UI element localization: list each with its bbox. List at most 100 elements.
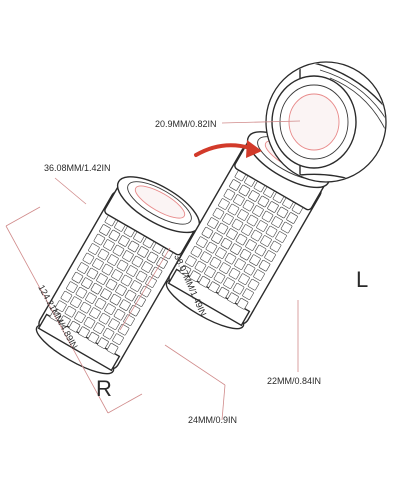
grip-knurl-cell (93, 322, 105, 334)
grip-knurl-cell (216, 222, 229, 235)
grip-knurl-cell (271, 216, 283, 228)
inner-diameter-r-leader (164, 344, 226, 421)
grip-knurl-cell (108, 318, 120, 330)
detail-diameter-label: 20.9MM/0.82IN (155, 119, 217, 129)
grip-knurl-cell (105, 278, 118, 291)
body-diameter-leader (119, 247, 171, 331)
side-letter-l: L (356, 267, 368, 292)
grip-knurl-cell (208, 281, 220, 293)
grip-knurl-cell (83, 316, 96, 329)
grip-knurl-cell (232, 282, 245, 295)
detail-leader (221, 120, 301, 124)
grip-knurl-cell (261, 210, 274, 223)
grip-knurl-cell (127, 240, 140, 253)
grip-knurl-cell (71, 271, 84, 284)
grip-knurl-cell (252, 205, 264, 217)
grip-knurl-cell (64, 305, 77, 318)
grip-knurl-cell (118, 235, 130, 247)
grip-knurl-cell (131, 255, 144, 268)
grip-knurl-cell (94, 297, 107, 310)
grip-knurl-cell (265, 225, 278, 238)
grip-knurl-cell (253, 269, 265, 281)
grip-knurl-cell (97, 337, 109, 349)
grip-knurl-cell (66, 281, 78, 293)
grip-knurl-cell (98, 312, 111, 325)
grip-knurl-cell (104, 303, 116, 315)
grip-knurl-cell (222, 213, 234, 225)
grip-knurl-cell (249, 254, 261, 266)
grip-knurl-cell (108, 229, 121, 242)
grip-knurl-cell (59, 315, 71, 327)
grip-knurl-cell (96, 273, 108, 285)
grip-knurl-cell (204, 266, 216, 278)
grip-knurl-cell (79, 301, 92, 314)
grip-knurl-cell (248, 190, 260, 202)
grip-knurl-cell (223, 188, 236, 201)
grip-knurl-cell (103, 239, 115, 251)
grip-knurl-cell (115, 284, 127, 296)
grip-knurl-cell (280, 221, 293, 234)
grip-knurl-cell (286, 212, 298, 224)
grip-knurl-cell (231, 218, 244, 231)
grip-knurl-cell (220, 237, 233, 250)
grip-knurl-cell (239, 248, 252, 261)
grip-knurl-cell (227, 292, 239, 304)
grip-knurl-cell (97, 248, 110, 261)
grip-knurl-cell (226, 228, 238, 240)
right-grip (35, 176, 201, 375)
detail-callout (265, 61, 387, 183)
grip-knurl-cell (60, 290, 73, 303)
length-dimension-line (5, 206, 143, 414)
callout-arrow (194, 140, 262, 158)
grip-knurl-cell (256, 220, 268, 232)
grip-knurl-cell (55, 300, 67, 312)
grip-knurl-cell (86, 267, 99, 280)
grip-knurl-cell (257, 195, 270, 208)
grip-knurl-cell (254, 244, 267, 257)
grip-knurl-cell (213, 271, 226, 284)
grip-knurl-cell (102, 327, 115, 340)
grip-knurl-cell (141, 261, 153, 273)
grip-knurl-cell (212, 207, 225, 220)
grip-knurl-cell (119, 299, 131, 311)
grip-knurl-cell (89, 307, 101, 319)
grip-knurl-cell (87, 331, 100, 344)
grip-knurl-cell (241, 224, 253, 236)
grip-knurl-cell (238, 273, 250, 285)
grip-knurl-cell (218, 198, 230, 210)
grip-knurl-cell (85, 292, 97, 304)
grip-knurl-cell (101, 263, 114, 276)
grip-knurl-cell (264, 250, 276, 262)
grip-knurl-cell (189, 270, 201, 282)
grip-knurl-cell (260, 235, 272, 247)
grip-knurl-cell (77, 262, 89, 274)
grip-knurl-cell (109, 293, 122, 306)
grip-knurl-cell (93, 233, 106, 246)
grip-knurl-cell (242, 288, 254, 300)
grip-knurl-cell (134, 295, 146, 307)
grip-knurl-cell (201, 226, 214, 239)
grip-knurl-cell (68, 320, 81, 333)
grip-knurl-cell (113, 308, 126, 321)
grip-knurl-cell (123, 314, 135, 326)
grip-knurl-cell (190, 245, 203, 258)
grip-knurl-cell (229, 179, 241, 191)
grip-knurl-cell (223, 277, 235, 289)
grip-knurl-cell (117, 323, 130, 336)
grip-knurl-cell (209, 256, 222, 269)
grip-knurl-cell (139, 285, 152, 298)
grip-knurl-cell (267, 201, 279, 213)
grip-knurl-cell (78, 326, 90, 338)
grip-knurl-cell (247, 278, 260, 291)
grip-knurl-cell (242, 199, 255, 212)
grip-knurl-cell (137, 246, 149, 258)
grip-knurl-cell (70, 296, 82, 308)
grip-knurl-cell (237, 209, 249, 221)
grip-knurl-cell (74, 311, 86, 323)
grip-knurl-cell (179, 264, 192, 277)
grip-knurl-cell (230, 243, 242, 255)
grip-knurl-cell (275, 231, 287, 243)
side-letter-r: R (96, 376, 112, 401)
end-diameter-leader (54, 177, 87, 205)
grip-knurl-cell (235, 233, 248, 246)
